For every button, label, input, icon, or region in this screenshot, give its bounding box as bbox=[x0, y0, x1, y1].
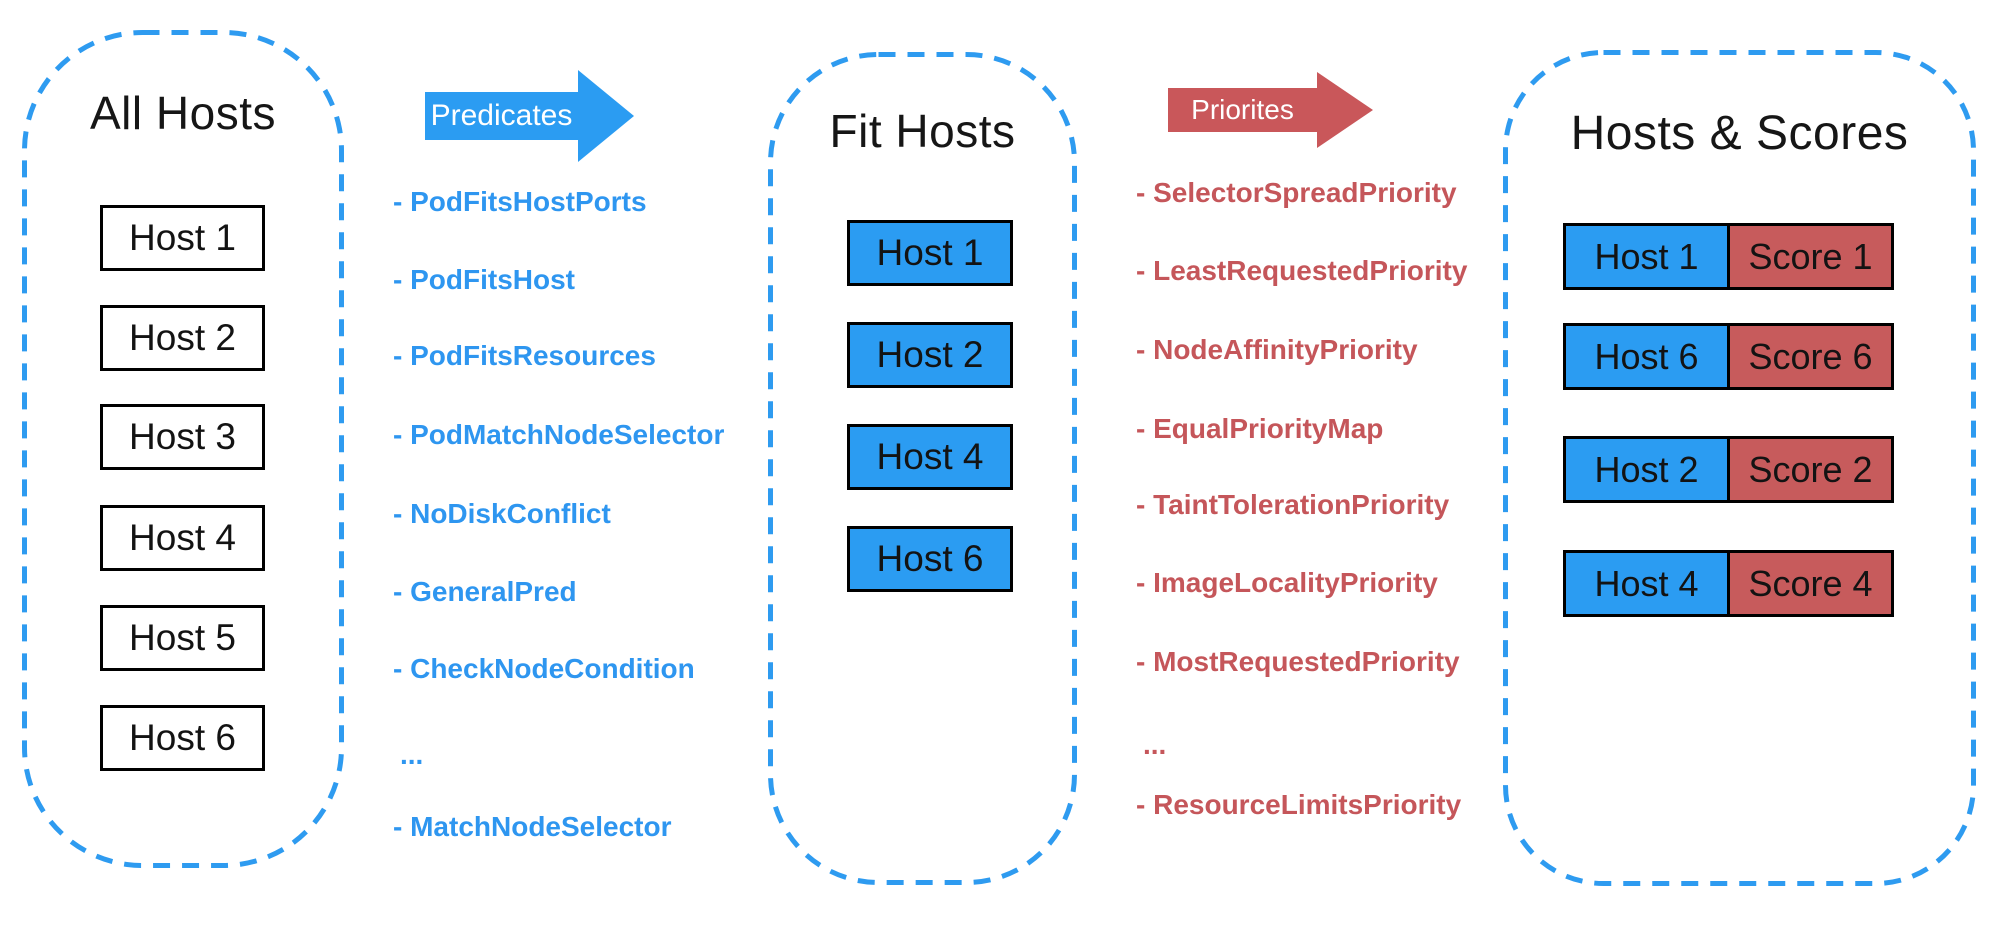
host-box: Host 4 bbox=[100, 505, 265, 571]
predicate-item-ellipsis: ... bbox=[400, 739, 424, 770]
predicate-item: - CheckNodeCondition bbox=[393, 653, 695, 684]
fit-hosts-title: Fit Hosts bbox=[829, 105, 1016, 157]
priority-item: - SelectorSpreadPriority bbox=[1136, 177, 1457, 208]
priority-item: - ImageLocalityPriority bbox=[1136, 567, 1438, 598]
host-cell: Host 4 bbox=[1566, 553, 1730, 614]
priority-item: - LeastRequestedPriority bbox=[1136, 255, 1468, 286]
all-hosts-container: All Hosts Host 1 Host 2 Host 3 Host 4 Ho… bbox=[22, 30, 344, 868]
priority-item: - TaintTolerationPriority bbox=[1136, 489, 1450, 520]
predicate-item: - PodMatchNodeSelector bbox=[393, 419, 725, 450]
priority-item: - NodeAffinityPriority bbox=[1136, 334, 1418, 365]
host-box: Host 5 bbox=[100, 605, 265, 671]
host-box: Host 2 bbox=[847, 322, 1013, 388]
priority-item: - ResourceLimitsPriority bbox=[1136, 789, 1462, 820]
host-box: Host 6 bbox=[100, 705, 265, 771]
host-score-row: Host 2 Score 2 bbox=[1563, 436, 1894, 503]
priority-item: - MostRequestedPriority bbox=[1136, 646, 1460, 677]
dashed-border bbox=[22, 30, 344, 868]
dashed-border bbox=[1503, 50, 1976, 886]
score-cell: Score 6 bbox=[1730, 326, 1891, 387]
host-box: Host 1 bbox=[847, 220, 1013, 286]
predicate-item: - PodFitsResources bbox=[393, 340, 656, 371]
predicates-arrow-label: Predicates bbox=[425, 92, 578, 140]
host-box: Host 6 bbox=[847, 526, 1013, 592]
host-score-row: Host 4 Score 4 bbox=[1563, 550, 1894, 617]
predicates-arrow: Predicates bbox=[425, 70, 634, 162]
dashed-border bbox=[768, 52, 1077, 885]
score-cell: Score 2 bbox=[1730, 439, 1891, 500]
arrow-head bbox=[1317, 72, 1373, 148]
priorities-arrow: Priorites bbox=[1168, 72, 1373, 148]
predicate-item: - PodFitsHost bbox=[393, 264, 575, 295]
predicate-item: - NoDiskConflict bbox=[393, 498, 611, 529]
host-box: Host 3 bbox=[100, 404, 265, 470]
host-cell: Host 2 bbox=[1566, 439, 1730, 500]
host-score-row: Host 1 Score 1 bbox=[1563, 223, 1894, 290]
all-hosts-title: All Hosts bbox=[90, 87, 276, 139]
priority-item-ellipsis: ... bbox=[1143, 729, 1167, 760]
fit-hosts-container: Fit Hosts Host 1 Host 2 Host 4 Host 6 bbox=[768, 52, 1077, 885]
predicate-item: - GeneralPred bbox=[393, 576, 577, 607]
score-cell: Score 1 bbox=[1730, 226, 1891, 287]
score-cell: Score 4 bbox=[1730, 553, 1891, 614]
host-box: Host 2 bbox=[100, 305, 265, 371]
priorities-arrow-label: Priorites bbox=[1168, 88, 1317, 132]
host-cell: Host 6 bbox=[1566, 326, 1730, 387]
hosts-scores-title: Hosts & Scores bbox=[1570, 107, 1909, 160]
host-score-row: Host 6 Score 6 bbox=[1563, 323, 1894, 390]
predicate-item: - PodFitsHostPorts bbox=[393, 186, 647, 217]
priority-item: - EqualPriorityMap bbox=[1136, 413, 1384, 444]
predicate-item: - MatchNodeSelector bbox=[393, 811, 672, 842]
host-box: Host 1 bbox=[100, 205, 265, 271]
hosts-scores-container: Hosts & Scores Host 1 Score 1 Host 6 Sco… bbox=[1503, 50, 1976, 886]
host-box: Host 4 bbox=[847, 424, 1013, 490]
host-cell: Host 1 bbox=[1566, 226, 1730, 287]
arrow-head bbox=[578, 70, 634, 162]
